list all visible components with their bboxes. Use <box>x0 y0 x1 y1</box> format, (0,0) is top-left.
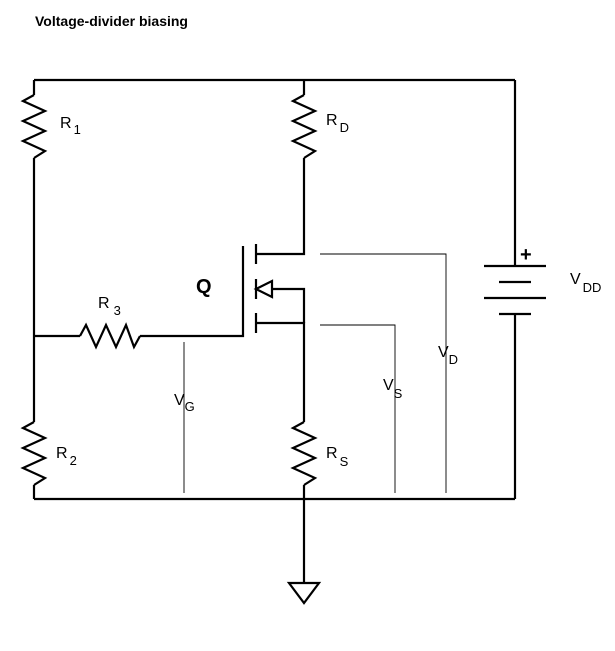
diagram-title: Voltage-divider biasing <box>35 13 188 29</box>
wiring <box>32 78 517 583</box>
gate-wire <box>140 246 245 338</box>
battery-symbol <box>484 264 546 316</box>
resistor-r1 <box>20 94 48 159</box>
drain-wire <box>256 80 306 256</box>
body-arrow <box>253 279 274 299</box>
ground-icon <box>286 581 322 605</box>
vd-line <box>320 253 447 493</box>
resistor-r3 <box>79 322 141 350</box>
supply-plus-sign: + <box>520 244 532 266</box>
body-wire <box>272 287 306 323</box>
vs-label: VS <box>383 377 403 401</box>
resistor-r2 <box>20 421 48 486</box>
vg-label: VG <box>174 392 195 414</box>
vd-label: VD <box>438 344 458 367</box>
resistor-rs <box>290 421 318 486</box>
measurement-lines <box>183 253 447 493</box>
source-wire <box>256 321 306 499</box>
transistor-label: Q <box>196 276 212 298</box>
resistor-rd <box>290 94 318 159</box>
vs-line <box>320 324 396 493</box>
mosfet-symbol <box>253 244 274 333</box>
